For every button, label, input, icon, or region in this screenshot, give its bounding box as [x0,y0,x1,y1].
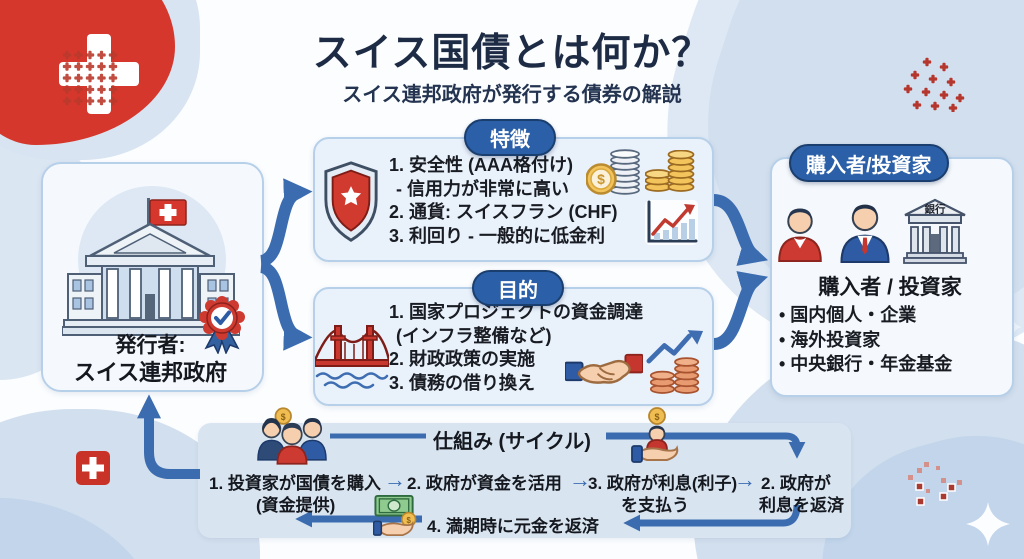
issuer-label-line1: 発行者: [115,334,186,357]
swiss-square-icon [76,451,110,485]
cycle-step-2: 2. 政府が資金を活用 [407,474,562,493]
purpose-line: (インフラ整備など) [396,325,552,346]
cycle-step-3: 3. 政府が利息(利子) [588,474,738,493]
page-title: スイス国債とは何か？ [312,32,712,75]
page-subtitle: スイス連邦政府が発行する債券の解説 [342,84,682,106]
cycle-step-principal: 4. 満期時に元金を返済 [427,517,599,536]
feature-line: 3. 利回り - 一般的に低金利 [389,225,606,246]
hand-person-icon: $ [631,407,679,463]
investors-group-icon: $ [257,407,327,465]
purpose-line: 3. 債務の借り換え [389,372,536,393]
dollar-glyph: $ [281,412,286,422]
cycle-step-4-line2: 利息を返済 [759,496,844,515]
buyers-pill-label: 購入者/投資家 [806,154,932,177]
dollar-glyph: $ [407,516,412,525]
dollar-coin-stack-icon: $ [586,149,640,195]
gold-coin-stack-icon [645,150,695,192]
cycle-step-1-note: (資金提供) [256,496,336,515]
purpose-pill: 目的 [472,270,564,306]
cycle-arrow-3: → [734,467,756,492]
government-building-icon [62,198,240,336]
growth-chart-icon [645,200,698,245]
cycle-title: 仕組み (サイクル) [433,431,591,453]
shield-star-icon [324,161,378,242]
purpose-line: 1. 国家プロジェクトの資金調達 [389,302,644,322]
cycle-arrow-2: → [569,467,591,492]
investor-suit-icon [840,204,890,264]
rising-arrow-coins-icon [646,330,704,394]
handshake-icon [565,353,643,384]
verified-badge-icon [199,296,245,354]
buyers-pill: 購入者/投資家 [789,144,949,182]
buyer-bullet: • 海外投資家 [779,329,881,350]
hand-money-icon: $ [373,494,417,536]
features-list: 1. 安全性 (AAA格付け) - 信用力が非常に高い 2. 通貨: スイスフラ… [389,154,617,248]
dollar-glyph: $ [654,412,659,422]
investor-individual-icon [778,208,822,262]
arrow-issuer-to-features [259,178,313,267]
sparkle-icon [966,502,1010,546]
buyer-bullet: • 国内個人・企業 [779,305,917,325]
purpose-line: 2. 財政政策の実施 [389,349,536,369]
cycle-arrow-1: → [384,467,406,492]
bank-label: 銀行 [925,203,946,216]
plus-grid-pattern [62,50,118,106]
cycle-step-1: 1. 投資家が国債を購入 [209,474,381,493]
dollar-glyph: $ [597,171,605,187]
plus-cluster-pattern [903,57,965,112]
buyers-list: • 国内個人・企業 • 海外投資家 • 中央銀行・年金基金 [779,303,952,377]
issuer-label-line2: スイス連邦政府 [73,360,228,385]
confetti-squares [908,462,962,506]
buyers-card [770,157,1014,397]
purpose-pill-label: 目的 [498,279,538,302]
features-pill-label: 特徴 [490,129,530,151]
feature-line: 2. 通貨: スイスフラン (CHF) [389,202,618,222]
bridge-icon [315,325,389,389]
feature-line: 1. 安全性 (AAA格付け) [389,155,573,175]
buyer-bullet: • 中央銀行・年金基金 [779,354,953,374]
cycle-step-3-line2: を支払う [621,496,689,515]
features-card [313,137,714,262]
arrow-issuer-to-purpose [259,261,313,351]
purpose-list: 1. 国家プロジェクトの資金調達 (インフラ整備など) 2. 財政政策の実施 3… [389,301,643,395]
bank-icon: 銀行 [903,198,967,264]
feature-line: - 信用力が非常に高い [396,178,569,199]
features-pill: 特徴 [464,119,556,156]
cycle-step-4: 2. 政府が [761,474,831,493]
buyers-heading: 購入者 / 投資家 [818,276,962,299]
